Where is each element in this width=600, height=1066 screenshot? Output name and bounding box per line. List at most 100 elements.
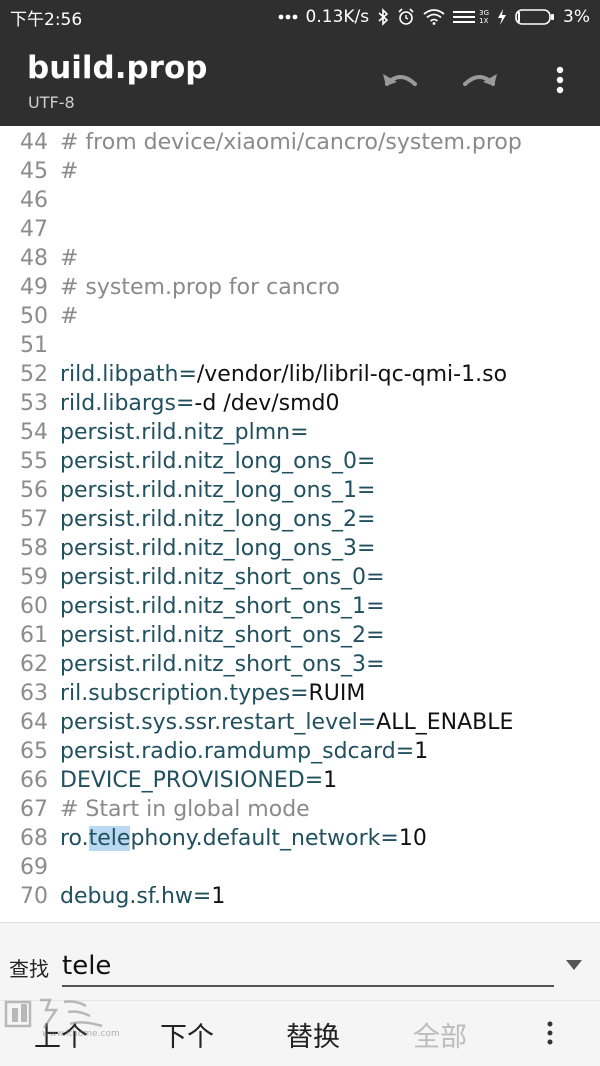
line-content: # bbox=[60, 244, 78, 273]
signal-type-bottom: 1X bbox=[479, 17, 489, 25]
line-number: 60 bbox=[20, 594, 48, 619]
property-key: debug.sf.hw bbox=[60, 884, 193, 909]
equals-sign: = bbox=[192, 884, 212, 909]
find-bar: 查找 bbox=[0, 922, 600, 1000]
code-line[interactable]: 62 persist.rild.nitz_short_ons_3= bbox=[0, 650, 600, 679]
triangle-down-icon bbox=[566, 960, 582, 970]
watermark-logo: www.ithome.com bbox=[4, 996, 120, 1044]
line-number: 62 bbox=[20, 652, 48, 677]
property-key: persist.radio.ramdump_sdcard bbox=[60, 739, 396, 764]
equals-sign: = bbox=[366, 565, 385, 590]
code-line[interactable]: 51 bbox=[0, 331, 600, 360]
code-line[interactable]: 67 # Start in global mode bbox=[0, 795, 600, 824]
line-number: 55 bbox=[20, 449, 48, 474]
code-line[interactable]: 64 persist.sys.ssr.restart_level=ALL_ENAB… bbox=[0, 708, 600, 737]
code-line[interactable]: 50 # bbox=[0, 302, 600, 331]
code-line[interactable]: 44# from device/xiaomi/cancro/system.pro… bbox=[0, 128, 600, 157]
file-encoding: UTF-8 bbox=[28, 93, 75, 112]
property-key: rild.libargs bbox=[60, 391, 176, 416]
code-line[interactable]: 48# bbox=[0, 244, 600, 273]
line-content: persist.sys.ssr.restart_level=ALL_ENABLE bbox=[60, 708, 513, 737]
property-key: phony.default_network bbox=[130, 826, 381, 851]
equals-sign: = bbox=[175, 391, 195, 416]
code-line[interactable]: 49# system.prop for cancro bbox=[0, 273, 600, 302]
line-number: 44 bbox=[20, 130, 48, 155]
comment-text: # Start in global mode bbox=[60, 797, 310, 822]
comment-text: # bbox=[60, 159, 79, 184]
find-next-button[interactable]: 下个 bbox=[160, 1022, 214, 1053]
line-number: 59 bbox=[20, 565, 48, 590]
line-number: 57 bbox=[20, 507, 48, 532]
code-line[interactable]: 47 bbox=[0, 215, 600, 244]
battery-icon bbox=[515, 9, 555, 25]
redo-button[interactable] bbox=[458, 60, 502, 100]
find-action-bar: 上个 下个 替换 全部 bbox=[0, 1000, 600, 1066]
equals-sign: = bbox=[366, 623, 385, 648]
equals-sign: = bbox=[366, 594, 385, 619]
replace-button[interactable]: 替换 bbox=[286, 1022, 340, 1053]
line-number: 52 bbox=[20, 362, 48, 387]
property-value: 1 bbox=[211, 884, 226, 909]
undo-button[interactable] bbox=[378, 60, 422, 100]
code-line[interactable]: 63 ril.subscription.types=RUIM bbox=[0, 679, 600, 708]
line-content: ril.subscription.types=RUIM bbox=[60, 679, 365, 708]
find-input[interactable] bbox=[62, 947, 554, 987]
line-content: # bbox=[60, 302, 78, 331]
line-content: persist.rild.nitz_short_ons_3= bbox=[60, 650, 385, 679]
find-more-button[interactable] bbox=[540, 1015, 560, 1051]
property-value: 1 bbox=[414, 739, 429, 764]
comment-text: # bbox=[60, 304, 79, 329]
overflow-menu-button[interactable] bbox=[538, 60, 582, 100]
property-key: persist.rild.nitz_short_ons_3 bbox=[60, 652, 367, 677]
code-line[interactable]: 69 bbox=[0, 853, 600, 882]
property-key: persist.rild.nitz_long_ons_3 bbox=[60, 536, 357, 561]
property-value: ALL_ENABLE bbox=[376, 710, 514, 735]
line-number: 66 bbox=[20, 768, 48, 793]
line-number: 58 bbox=[20, 536, 48, 561]
network-speed: 0.13K/s bbox=[305, 7, 370, 27]
find-history-dropdown[interactable] bbox=[564, 957, 584, 973]
line-number: 65 bbox=[20, 739, 48, 764]
code-line[interactable]: 70 debug.sf.hw=1 bbox=[0, 882, 600, 911]
line-number: 63 bbox=[20, 681, 48, 706]
code-editor[interactable]: 44# from device/xiaomi/cancro/system.pro… bbox=[0, 126, 600, 922]
line-number: 68 bbox=[20, 826, 48, 851]
more-vertical-icon bbox=[547, 1021, 553, 1045]
more-dots-icon bbox=[278, 14, 298, 20]
replace-all-button[interactable]: 全部 bbox=[413, 1022, 467, 1053]
code-line[interactable]: 57 persist.rild.nitz_long_ons_2= bbox=[0, 505, 600, 534]
line-number: 69 bbox=[20, 855, 48, 880]
file-title: build.prop bbox=[27, 50, 208, 86]
undo-icon bbox=[383, 74, 417, 86]
line-content: DEVICE_PROVISIONED=1 bbox=[60, 766, 337, 795]
status-time: 下午2:56 bbox=[10, 9, 83, 30]
line-content: # system.prop for cancro bbox=[60, 273, 340, 302]
line-number: 64 bbox=[20, 710, 48, 735]
property-key: ril.subscription.types bbox=[60, 681, 291, 706]
line-content: rild.libargs=-d /dev/smd0 bbox=[60, 389, 340, 418]
code-line[interactable]: 45# bbox=[0, 157, 600, 186]
line-content: persist.rild.nitz_long_ons_2= bbox=[60, 505, 375, 534]
line-number: 70 bbox=[20, 884, 48, 909]
code-line[interactable]: 46 bbox=[0, 186, 600, 215]
comment-text: # system.prop for cancro bbox=[60, 275, 340, 300]
line-number: 50 bbox=[20, 304, 48, 329]
search-match-highlight: tele bbox=[88, 826, 131, 851]
property-key: ro. bbox=[60, 826, 89, 851]
code-line[interactable]: 66 DEVICE_PROVISIONED=1 bbox=[0, 766, 600, 795]
equals-sign: = bbox=[380, 826, 399, 851]
more-vertical-icon bbox=[556, 66, 564, 94]
line-number: 67 bbox=[20, 797, 48, 822]
find-prev-button[interactable]: 上个 bbox=[34, 1022, 88, 1053]
